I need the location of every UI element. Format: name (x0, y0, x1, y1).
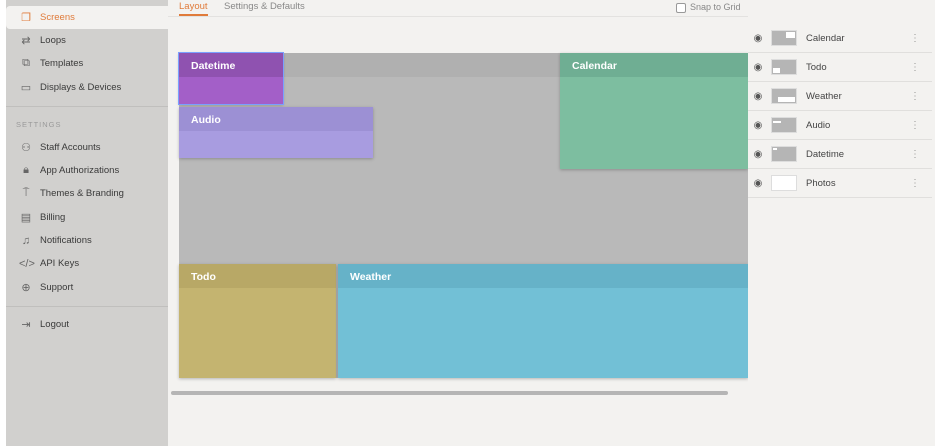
nav-label: App Authorizations (40, 165, 120, 176)
widget-datetime[interactable]: Datetime (178, 52, 284, 105)
layer-row-todo[interactable]: ◉ Todo ⋮ (748, 53, 932, 82)
nav-label: Logout (40, 319, 70, 330)
credit-card-icon: ▤ (20, 212, 32, 224)
checkbox-box[interactable] (676, 2, 686, 13)
layers-panel: ◉ Calendar ⋮ ◉ Todo ⋮ ◉ Weather ⋮ ◉ Audio ⋮ ◉ Dat… (748, 0, 935, 446)
tab-layout[interactable]: Layout (179, 1, 208, 12)
layer-row-calendar[interactable]: ◉ Calendar ⋮ (748, 24, 932, 53)
layer-name: Photos (806, 177, 836, 189)
display-icon: ▭ (20, 82, 32, 94)
nav-screens[interactable]: ❐ Screens (6, 6, 168, 29)
nav-logout[interactable]: ⇥ Logout (6, 313, 168, 336)
widget-title: Datetime (179, 53, 283, 77)
eye-icon[interactable]: ◉ (753, 177, 763, 189)
nav-label: Displays & Devices (40, 82, 122, 93)
widget-title: Todo (179, 264, 336, 288)
more-vertical-icon[interactable]: ⋮ (910, 61, 920, 73)
widget-weather[interactable]: Weather (338, 264, 748, 378)
widget-title: Calendar (560, 53, 748, 77)
nav-label: Loops (40, 35, 66, 46)
nav-label: Templates (40, 58, 84, 69)
more-vertical-icon[interactable]: ⋮ (910, 177, 920, 189)
loop-icon: ⇄ (21, 35, 31, 47)
code-icon: </> (19, 257, 35, 270)
layer-thumbnail (771, 175, 797, 191)
nav-notifications[interactable]: ♫ Notifications (6, 229, 168, 252)
divider (168, 16, 748, 17)
sidebar: ❐ Screens ⇄ Loops ⧉ Templates ▭ Displays & D… (6, 0, 168, 446)
layer-thumbnail (771, 30, 797, 46)
logout-icon: ⇥ (21, 319, 31, 331)
nav-label: Billing (40, 212, 66, 223)
main-area: Layout Settings & Defaults Snap to Grid … (168, 0, 748, 446)
nav-staff-accounts[interactable]: ⚇ Staff Accounts (6, 136, 168, 159)
nav-label: API Keys (40, 258, 80, 269)
nav-billing[interactable]: ▤ Billing (6, 206, 168, 229)
layer-name: Datetime (806, 148, 845, 160)
eye-icon[interactable]: ◉ (753, 32, 763, 44)
more-vertical-icon[interactable]: ⋮ (910, 32, 920, 44)
widget-calendar[interactable]: Calendar (560, 53, 748, 169)
widget-todo[interactable]: Todo (179, 264, 336, 378)
more-vertical-icon[interactable]: ⋮ (910, 119, 920, 131)
paint-roller-icon: ⍑ (22, 187, 30, 199)
snap-to-grid-checkbox[interactable]: Snap to Grid (676, 2, 741, 13)
nav-label: Screens (40, 12, 75, 23)
nav-label: Notifications (40, 235, 92, 246)
eye-icon[interactable]: ◉ (753, 119, 763, 131)
screens-icon: ❐ (21, 12, 31, 24)
eye-icon[interactable]: ◉ (753, 61, 763, 73)
nav-loops[interactable]: ⇄ Loops (6, 29, 168, 52)
layer-row-weather[interactable]: ◉ Weather ⋮ (748, 82, 932, 111)
layer-thumbnail (771, 146, 797, 162)
templates-icon: ⧉ (22, 57, 30, 69)
widget-audio[interactable]: Audio (179, 107, 373, 158)
layout-canvas[interactable]: Datetime Audio Calendar Todo Weather (178, 52, 748, 378)
divider (6, 306, 168, 307)
window-edge (935, 0, 942, 446)
nav-label: Themes & Branding (40, 188, 124, 199)
lock-icon: 🔒︎ (23, 164, 29, 176)
active-tab-indicator (179, 14, 208, 16)
more-vertical-icon[interactable]: ⋮ (910, 148, 920, 160)
horizontal-scrollbar[interactable] (171, 391, 728, 395)
nav-displays[interactable]: ▭ Displays & Devices (6, 76, 168, 99)
divider (6, 106, 168, 107)
nav-templates[interactable]: ⧉ Templates (6, 52, 168, 75)
users-icon: ⚇ (21, 142, 31, 154)
layer-name: Weather (806, 90, 842, 102)
settings-header: SETTINGS (16, 120, 62, 129)
more-vertical-icon[interactable]: ⋮ (910, 90, 920, 102)
layer-name: Todo (806, 61, 827, 73)
widget-title: Audio (179, 107, 373, 131)
nav-app-authorizations[interactable]: 🔒︎ App Authorizations (6, 159, 168, 182)
layer-row-photos[interactable]: ◉ Photos ⋮ (748, 169, 932, 198)
layer-thumbnail (771, 59, 797, 75)
bell-icon: ♫ (21, 234, 31, 247)
eye-icon[interactable]: ◉ (753, 90, 763, 102)
nav-api-keys[interactable]: </> API Keys (6, 252, 168, 275)
nav-themes[interactable]: ⍑ Themes & Branding (6, 182, 168, 205)
snap-label: Snap to Grid (690, 2, 741, 12)
layer-thumbnail (771, 88, 797, 104)
nav-support[interactable]: ⊕ Support (6, 276, 168, 299)
lifebuoy-icon: ⊕ (21, 282, 31, 294)
layer-name: Audio (806, 119, 831, 131)
layer-thumbnail (771, 117, 797, 133)
tab-settings-defaults[interactable]: Settings & Defaults (224, 1, 305, 12)
nav-label: Support (40, 282, 74, 293)
widget-title: Weather (338, 264, 748, 288)
layer-row-datetime[interactable]: ◉ Datetime ⋮ (748, 140, 932, 169)
nav-label: Staff Accounts (40, 142, 101, 153)
layer-name: Calendar (806, 32, 845, 44)
eye-icon[interactable]: ◉ (753, 148, 763, 160)
layer-row-audio[interactable]: ◉ Audio ⋮ (748, 111, 932, 140)
